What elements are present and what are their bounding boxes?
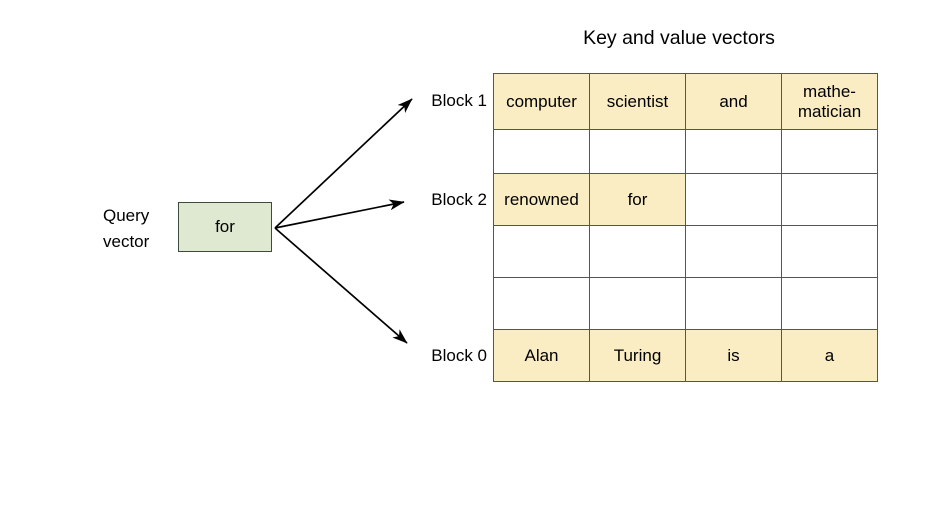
query-vector-box: for: [178, 202, 272, 252]
table-row: renowned for: [493, 173, 878, 226]
kv-cell-empty: [685, 277, 782, 330]
kv-cell: for: [589, 173, 686, 226]
kv-cell-empty: [493, 277, 590, 330]
kv-cell: computer: [493, 73, 590, 130]
kv-cell-empty: [685, 225, 782, 278]
kv-cell-line-1: mathe-: [803, 81, 856, 101]
kv-cell: a: [781, 329, 878, 382]
arrow-right-down-icon: [274, 227, 408, 344]
kv-cell: is: [685, 329, 782, 382]
query-vector-label-line-1: Query: [103, 206, 150, 225]
block-label-0: Block 0: [431, 346, 487, 365]
table-row: Alan Turing is a: [493, 329, 878, 382]
kv-cell-empty: [781, 277, 878, 330]
kv-cell-empty: [685, 129, 782, 174]
kv-cell-line-2: matician: [797, 101, 862, 121]
kv-cell-empty: [589, 277, 686, 330]
table-row: [493, 129, 878, 174]
query-vector-label: Query vector: [103, 203, 175, 255]
kv-cell-empty: [589, 225, 686, 278]
kv-cell-empty: [493, 129, 590, 174]
kv-cell: mathe- matician: [781, 73, 878, 130]
kv-cell: Alan: [493, 329, 590, 382]
kv-cell-empty: [493, 225, 590, 278]
block-label-1: Block 1: [431, 91, 487, 110]
key-value-vectors-title: Key and value vectors: [583, 27, 775, 49]
query-vector-token: for: [215, 217, 235, 236]
arrow-right-up-icon: [274, 98, 413, 229]
query-vector-label-line-2: vector: [103, 232, 150, 251]
key-value-vectors-table: computer scientist and mathe- matician r…: [493, 73, 878, 382]
table-row: computer scientist and mathe- matician: [493, 73, 878, 130]
kv-cell: scientist: [589, 73, 686, 130]
table-row: [493, 277, 878, 330]
kv-cell: renowned: [493, 173, 590, 226]
kv-cell-empty: [781, 173, 878, 226]
kv-cell-empty: [589, 129, 686, 174]
kv-cell-empty: [781, 129, 878, 174]
block-label-2: Block 2: [431, 190, 487, 209]
kv-cell: and: [685, 73, 782, 130]
kv-cell-empty: [685, 173, 782, 226]
arrow-right-icon: [274, 199, 405, 229]
kv-cell: Turing: [589, 329, 686, 382]
kv-cell-empty: [781, 225, 878, 278]
table-row: [493, 225, 878, 278]
